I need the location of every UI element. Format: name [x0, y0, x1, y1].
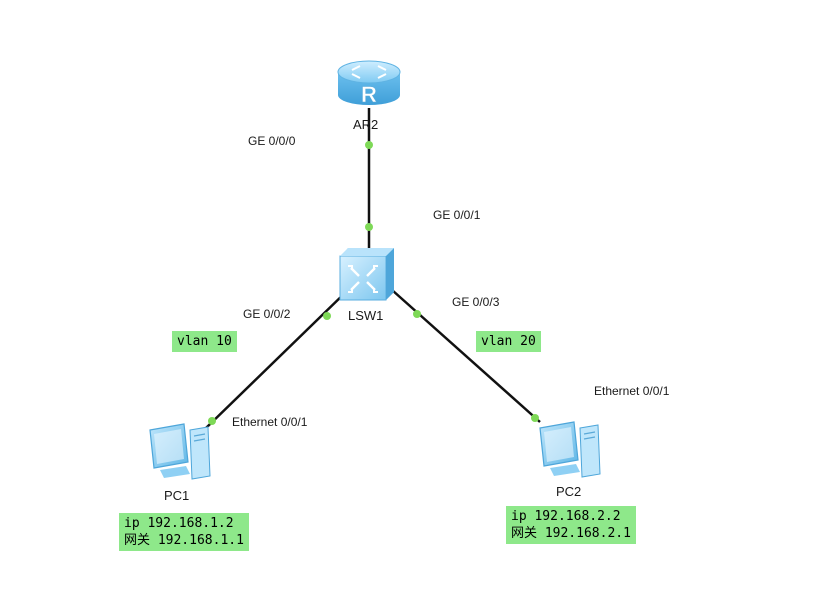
router-icon[interactable]: R — [337, 60, 401, 107]
port-label-lsw1-ge002: GE 0/0/2 — [243, 307, 291, 321]
pc-icon[interactable] — [539, 421, 601, 478]
vlan-20-tag: vlan 20 — [476, 331, 541, 352]
port-dot-lsw1-ge001[interactable] — [365, 223, 373, 231]
pc2-config-box: ip 192.168.2.2 网关 192.168.2.1 — [506, 506, 636, 544]
port-dot-lsw1-ge002[interactable] — [323, 312, 331, 320]
switch-label: LSW1 — [348, 308, 384, 323]
port-dot-ar2-ge000[interactable] — [365, 141, 373, 149]
router-label: AR2 — [353, 117, 379, 132]
pc1-ip: ip 192.168.1.2 — [124, 516, 234, 531]
port-label-lsw1-ge003: GE 0/0/3 — [452, 295, 500, 309]
port-label-pc1-eth001: Ethernet 0/0/1 — [232, 415, 308, 429]
port-dot-lsw1-ge003[interactable] — [413, 310, 421, 318]
switch-icon[interactable] — [339, 248, 394, 301]
port-label-pc2-eth001: Ethernet 0/0/1 — [594, 384, 670, 398]
pc1-label: PC1 — [164, 488, 190, 503]
svg-text:R: R — [361, 82, 377, 107]
port-dot-pc2-eth001[interactable] — [531, 414, 539, 422]
link-lsw1-pc1[interactable] — [205, 289, 349, 429]
pc2-gateway: 网关 192.168.2.1 — [511, 526, 631, 541]
vlan-10-tag: vlan 10 — [172, 331, 237, 352]
pc1-config-box: ip 192.168.1.2 网关 192.168.1.1 — [119, 513, 249, 551]
pc-icon[interactable] — [149, 423, 211, 480]
port-label-lsw1-ge001: GE 0/0/1 — [433, 208, 481, 222]
port-dot-pc1-eth001[interactable] — [208, 417, 216, 425]
pc2-ip: ip 192.168.2.2 — [511, 509, 621, 524]
port-label-ar2-ge000: GE 0/0/0 — [248, 134, 296, 148]
link-lsw1-pc2[interactable] — [391, 289, 541, 423]
pc2-label: PC2 — [556, 484, 582, 499]
port-dots — [208, 141, 539, 425]
pc1-gateway: 网关 192.168.1.1 — [124, 533, 244, 548]
